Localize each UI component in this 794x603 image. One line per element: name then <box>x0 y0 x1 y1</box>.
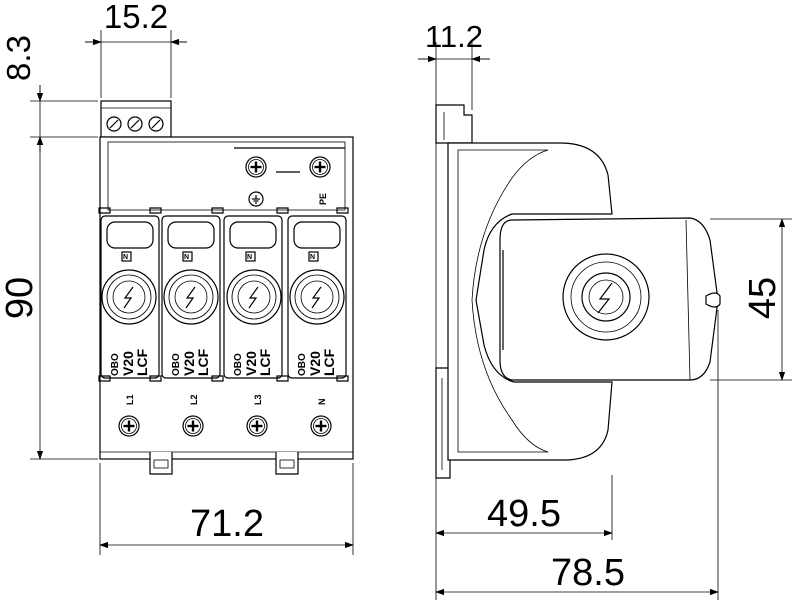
front-view: PE N OBO V20 LCF N OBO V20 LCF <box>98 100 354 475</box>
module-model: V20 <box>307 351 323 376</box>
module-variant: LCF <box>257 348 273 376</box>
module-variant: LCF <box>195 348 211 376</box>
module-model: V20 <box>243 351 259 376</box>
module-grip-tabs <box>98 207 349 214</box>
dimension-depth-front: 49.5 <box>487 493 561 535</box>
dimension-rail-clip: 11.2 <box>425 19 483 54</box>
module-model: V20 <box>181 351 197 376</box>
lightning-indicator-icon <box>562 253 650 341</box>
module-variant: LCF <box>134 348 150 376</box>
dimension-terminal-height: 8.3 <box>0 35 37 81</box>
pole-label-l3: L3 <box>253 394 263 405</box>
side-view <box>435 104 721 479</box>
module-brand: OBO <box>233 353 244 376</box>
ground-icon <box>248 191 264 207</box>
dimension-terminal-width: 15.2 <box>104 0 168 35</box>
plug-in-module-l1: N OBO V20 LCF <box>100 215 160 379</box>
pole-label-n: N <box>317 399 327 406</box>
module-brand: OBO <box>171 353 182 376</box>
dimension-height: 90 <box>0 277 41 319</box>
pe-area: PE <box>244 155 332 207</box>
dimension-width: 71.2 <box>190 503 264 545</box>
module-brand: OBO <box>110 353 121 376</box>
module-brand: OBO <box>297 353 308 376</box>
plug-in-module-l2: N OBO V20 LCF <box>161 215 221 379</box>
plug-in-module-n: N OBO V20 LCF <box>287 215 347 379</box>
module-variant: LCF <box>321 348 337 376</box>
signal-terminal <box>100 100 172 138</box>
plug-in-module-l3: N OBO V20 LCF <box>223 215 283 379</box>
svg-text:N: N <box>247 254 252 261</box>
pe-label: PE <box>318 193 328 205</box>
svg-text:N: N <box>123 254 128 261</box>
svg-text:N: N <box>310 254 315 261</box>
pole-label-l2: L2 <box>189 394 199 405</box>
svg-text:N: N <box>184 254 189 261</box>
rail-clips <box>100 451 353 475</box>
dimension-cover-height: 45 <box>742 277 784 319</box>
dimension-depth-total: 78.5 <box>551 552 625 594</box>
module-model: V20 <box>120 351 136 376</box>
pole-label-l1: L1 <box>125 394 135 405</box>
